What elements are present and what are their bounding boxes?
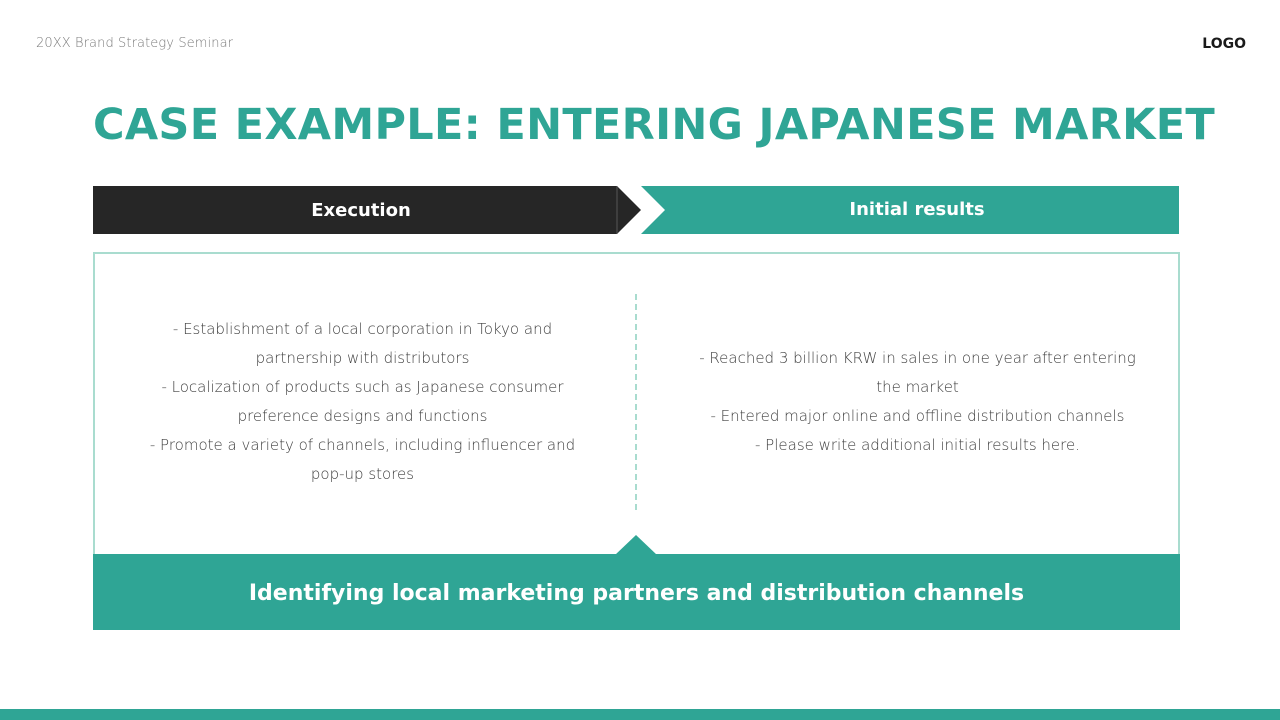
logo: LOGO bbox=[1202, 36, 1246, 52]
step-initial-results-label: Initial results bbox=[849, 199, 985, 220]
execution-item: - Establishment of a local corporation i… bbox=[172, 320, 553, 367]
results-chevron-shape bbox=[641, 186, 1179, 234]
conclusion-text: Identifying local marketing partners and… bbox=[248, 581, 1025, 606]
process-arrow-row: Execution Initial results bbox=[93, 186, 1179, 234]
seminar-subtitle: 20XX Brand Strategy Seminar bbox=[36, 36, 234, 51]
execution-column: - Establishment of a local corporation i… bbox=[140, 315, 585, 489]
result-item: - Reached 3 billion KRW in sales in one … bbox=[699, 349, 1136, 396]
execution-arrow-shape bbox=[93, 186, 641, 234]
column-divider bbox=[635, 294, 637, 510]
banner-peak-triangle bbox=[615, 535, 657, 555]
slide-title: CASE EXAMPLE: ENTERING JAPANESE MARKET bbox=[93, 100, 1216, 150]
step-execution-label: Execution bbox=[311, 200, 411, 221]
footer-accent-strip bbox=[0, 709, 1280, 720]
results-column: - Reached 3 billion KRW in sales in one … bbox=[690, 344, 1145, 460]
execution-item: - Promote a variety of channels, includi… bbox=[149, 436, 576, 483]
result-item: - Entered major online and offline distr… bbox=[710, 407, 1125, 425]
result-item: - Please write additional initial result… bbox=[755, 436, 1080, 454]
execution-item: - Localization of products such as Japan… bbox=[161, 378, 564, 425]
process-arrows-graphic bbox=[93, 186, 1179, 234]
conclusion-banner: Identifying local marketing partners and… bbox=[93, 554, 1180, 630]
